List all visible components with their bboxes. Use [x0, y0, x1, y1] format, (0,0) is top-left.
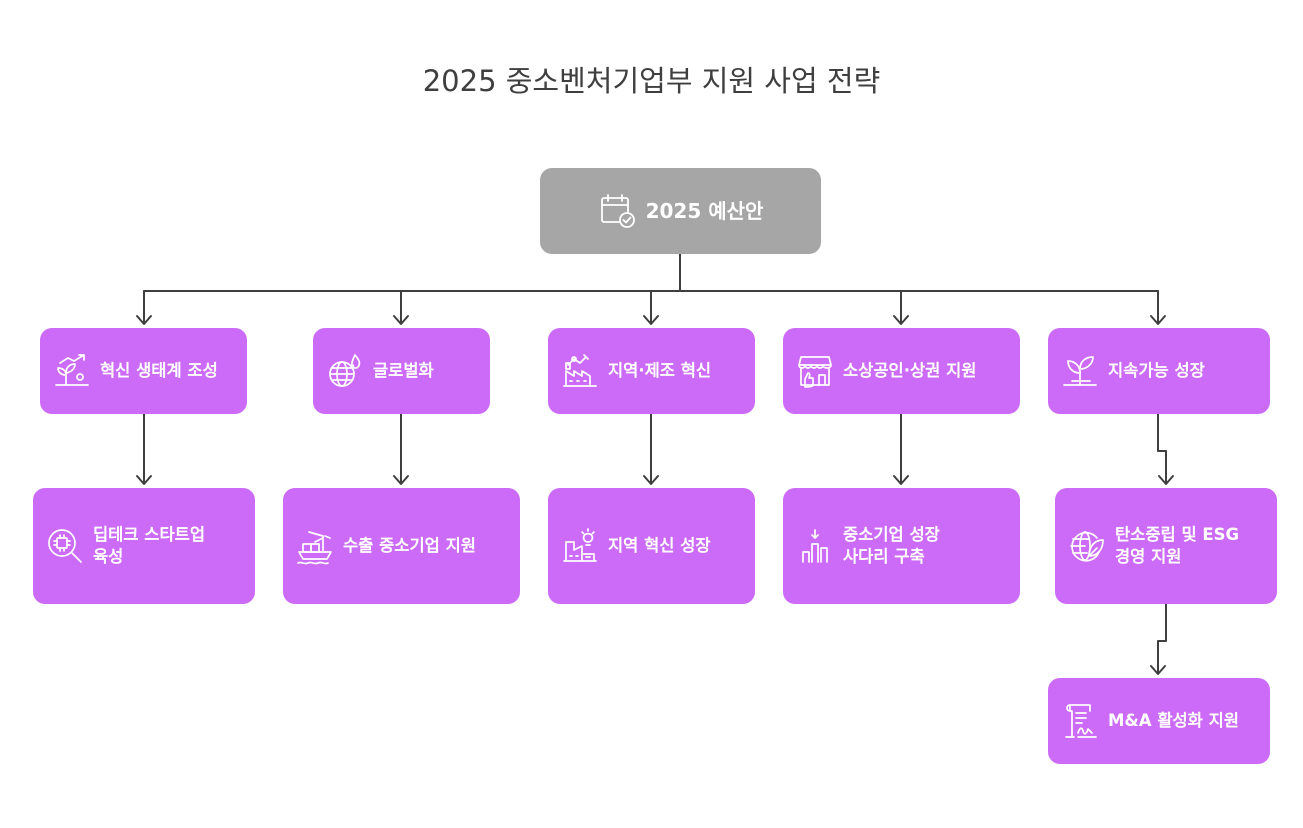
- program-label: 딥테크 스타트업 육성: [93, 525, 206, 566]
- program-label: 중소기업 성장 사다리 구축: [843, 525, 940, 566]
- program-node-export-support: 수출 중소기업 지원: [283, 488, 520, 604]
- contract-signature-icon: [1060, 701, 1100, 741]
- edge-cat5-prog5: [1157, 413, 1174, 485]
- edge-root-cat-4: [893, 290, 909, 325]
- edge-cat4-prog4: [893, 413, 909, 485]
- globe-leaf-icon: [1067, 526, 1107, 566]
- category-node-innovation-ecosystem: 혁신 생태계 조성: [40, 328, 247, 414]
- program-node-deeptech-startup: 딥테크 스타트업 육성: [33, 488, 255, 604]
- cargo-ship-icon: [295, 526, 335, 566]
- sprout-chart-icon: [52, 351, 92, 391]
- chip-magnifier-icon: [45, 526, 85, 566]
- diagram-title: 2025 중소벤처기업부 지원 사업 전략: [422, 64, 881, 98]
- category-label: 혁신 생태계 조성: [100, 361, 218, 380]
- calendar-check-icon: [598, 191, 638, 231]
- category-label: 글로벌화: [373, 361, 434, 380]
- root-node-label: 2025 예산안: [645, 199, 764, 223]
- category-node-sustainable-growth: 지속가능 성장: [1048, 328, 1270, 414]
- program-node-regional-innovation: 지역 혁신 성장: [548, 488, 755, 604]
- edge-root-cat-3: [643, 290, 659, 325]
- program-label: M&A 활성화 지원: [1108, 711, 1239, 730]
- category-label: 지역·제조 혁신: [608, 361, 712, 380]
- plant-leaf-icon: [1060, 351, 1100, 391]
- category-node-regional-manufacturing: 지역·제조 혁신: [548, 328, 755, 414]
- program-label: 탄소중립 및 ESG 경영 지원: [1115, 525, 1240, 566]
- program-label: 지역 혁신 성장: [608, 536, 711, 555]
- category-label: 지속가능 성장: [1108, 361, 1205, 380]
- category-node-globalization: 글로벌화: [313, 328, 490, 414]
- growth-bars-icon: [795, 526, 835, 566]
- globe-fire-icon: [325, 351, 365, 391]
- edge-cat1-prog1: [136, 413, 152, 485]
- edge-cat3-prog3: [643, 413, 659, 485]
- edge-prog5-prog6: [1150, 603, 1167, 675]
- program-node-carbon-esg: 탄소중립 및 ESG 경영 지원: [1055, 488, 1277, 604]
- edge-root-cat-1: [136, 290, 152, 325]
- edge-root-cat-2: [393, 290, 409, 325]
- edge-root-cat-5: [1150, 290, 1166, 325]
- factory-robot-icon: [560, 351, 600, 391]
- category-label: 소상공인·상권 지원: [843, 361, 977, 380]
- category-node-small-business: 소상공인·상권 지원: [783, 328, 1020, 414]
- storefront-thumbs-up-icon: [795, 351, 835, 391]
- program-node-growth-ladder: 중소기업 성장 사다리 구축: [783, 488, 1020, 604]
- factory-lightbulb-icon: [560, 526, 600, 566]
- root-node-budget: 2025 예산안: [540, 168, 821, 254]
- edge-cat2-prog2: [393, 413, 409, 485]
- program-label: 수출 중소기업 지원: [343, 536, 476, 555]
- program-node-ma-activation: M&A 활성화 지원: [1048, 678, 1270, 764]
